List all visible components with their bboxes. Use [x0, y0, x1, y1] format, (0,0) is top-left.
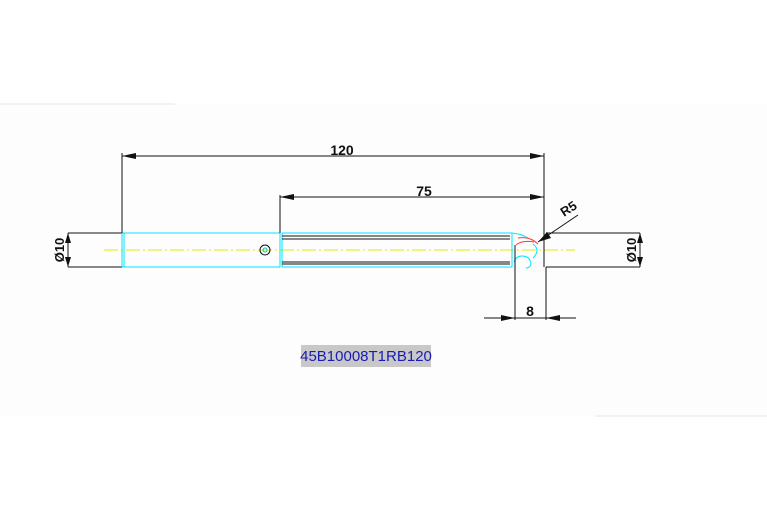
right-shank: [546, 232, 640, 268]
dim-75-label: 75: [416, 183, 432, 199]
tip-radius: [515, 237, 539, 246]
dim-8: 8: [484, 303, 576, 321]
part-number: 45B10008T1RB120: [300, 347, 432, 365]
dim-120: 120: [122, 142, 544, 159]
dim-120-label: 120: [330, 142, 354, 158]
sheet-area: [0, 104, 767, 416]
slot: [282, 235, 510, 265]
dia-left-label: Ø10: [52, 238, 67, 263]
dim-75: 75: [280, 183, 544, 200]
part-body: [121, 232, 538, 269]
dim-8-label: 8: [526, 303, 534, 319]
dia-right-label: Ø10: [624, 238, 639, 263]
left-shank: [68, 232, 122, 268]
extension-lines: [121, 153, 547, 320]
dia-right: Ø10: [624, 233, 643, 267]
hole: [259, 244, 271, 256]
part-number-box: 45B10008T1RB120: [300, 345, 432, 367]
dia-left: Ø10: [52, 233, 71, 267]
